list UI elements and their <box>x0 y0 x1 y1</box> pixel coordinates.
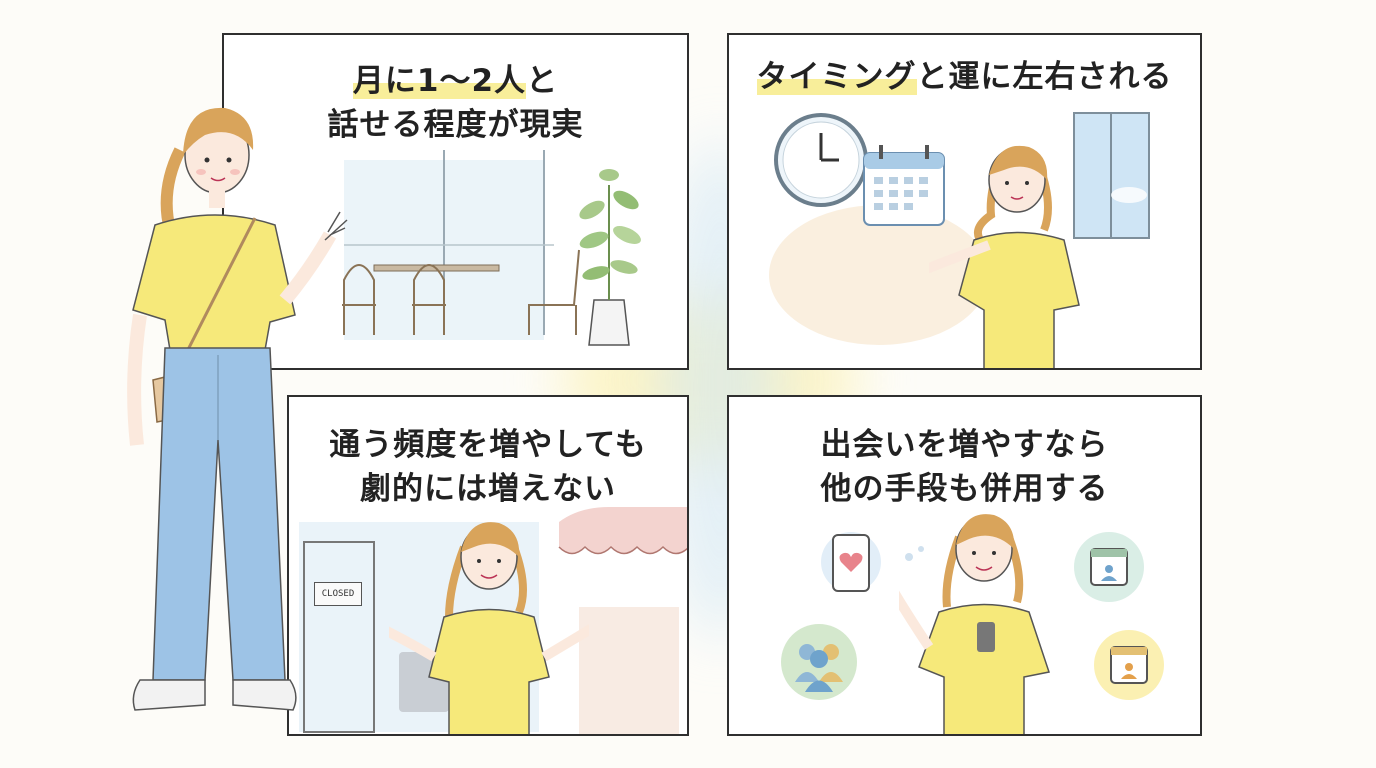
cafe-scene-illustration <box>342 150 641 346</box>
panel-bottom-right: 出会いを増やすなら 他の手段も併用する <box>727 395 1202 736</box>
standing-woman-illustration <box>127 107 348 711</box>
smartphone-heart-icon <box>821 532 924 592</box>
panel-caption: タイミングと運に左右される <box>729 55 1200 99</box>
awning-icon <box>558 507 687 555</box>
cafe-chair-icon <box>342 264 376 335</box>
woman-illustration <box>899 514 1050 734</box>
panel-caption: 出会いを増やすなら 他の手段も併用する <box>729 423 1200 511</box>
group-people-icon <box>781 624 857 700</box>
panel-caption: 通う頻度を増やしても 劇的には増えない <box>289 423 687 511</box>
caption-line-1: 月に1〜2人と <box>224 59 687 103</box>
closed-sign-text: CLOSED <box>321 589 355 599</box>
panel-bottom-left: 通う頻度を増やしても 劇的には増えない CLOSED <box>287 395 689 736</box>
window-icon <box>1073 112 1150 239</box>
plant-icon <box>579 169 641 346</box>
caption-highlight: タイミング <box>756 59 917 95</box>
caption-text: と <box>526 63 559 99</box>
calendar-icon <box>863 145 945 226</box>
woman-illustration <box>929 145 1080 368</box>
caption-text: と運に左右される <box>916 59 1173 95</box>
caption-highlight: 月に1〜2人 <box>352 63 527 99</box>
closed-sign: CLOSED <box>314 582 362 606</box>
timing-scene-illustration <box>769 112 1150 345</box>
caption-line-2: 他の手段も併用する <box>820 471 1109 507</box>
panel-top-right: タイミングと運に左右される <box>727 33 1202 370</box>
calendar-person-icon <box>1074 532 1144 602</box>
caption-line-2: 劇的には増えない <box>360 471 616 507</box>
cafe-chair-icon <box>528 249 580 335</box>
woman-illustration <box>389 522 589 734</box>
caption-line-1: 出会いを増やすなら <box>820 427 1109 463</box>
calendar-person-icon <box>1094 630 1164 700</box>
panel-caption: 月に1〜2人と 話せる程度が現実 <box>224 59 687 147</box>
cafe-chair-icon <box>412 264 446 335</box>
panel-top-left: 月に1〜2人と 話せる程度が現実 <box>222 33 689 370</box>
caption-line-2: 話せる程度が現実 <box>327 107 584 143</box>
options-scene-illustration <box>781 532 1164 700</box>
panel-speech-tail <box>222 33 224 83</box>
clock-icon <box>774 113 868 207</box>
caption-line-1: 通う頻度を増やしても <box>329 427 647 463</box>
